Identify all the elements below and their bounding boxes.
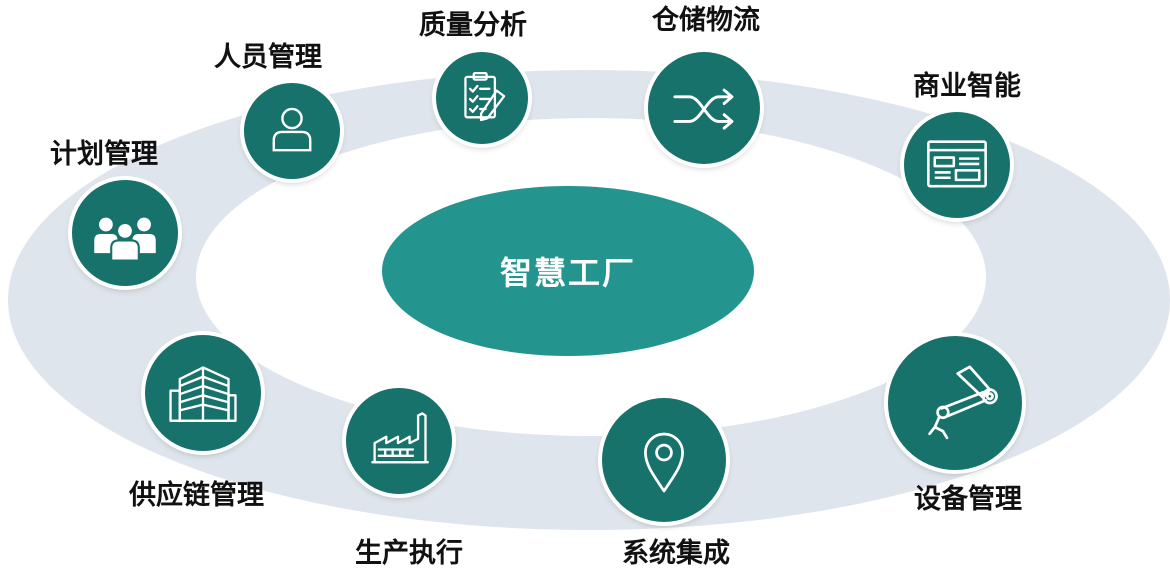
buildings-icon xyxy=(169,366,237,422)
node-equipment xyxy=(888,336,1022,470)
node-personnel xyxy=(244,83,340,179)
node-warehouse-logistics xyxy=(648,52,760,164)
node-planning xyxy=(72,180,178,286)
location-pin-icon xyxy=(644,432,684,493)
label-planning: 计划管理 xyxy=(50,139,158,170)
center-hub: 智慧工厂 xyxy=(382,186,754,356)
node-system-integration xyxy=(602,398,726,522)
label-warehouse-logistics: 仓储物流 xyxy=(652,5,760,36)
label-system-integration: 系统集成 xyxy=(622,538,730,569)
clipboard-checklist-icon xyxy=(464,72,506,122)
shuffle-arrows-icon xyxy=(673,88,734,130)
node-supply-chain xyxy=(145,335,261,451)
node-business-intelligence xyxy=(904,112,1010,218)
label-production: 生产执行 xyxy=(355,538,463,569)
center-label: 智慧工厂 xyxy=(499,254,636,292)
dashboard-window-icon xyxy=(927,140,987,188)
label-personnel: 人员管理 xyxy=(214,42,322,73)
node-quality xyxy=(436,52,528,144)
label-business-intelligence: 商业智能 xyxy=(913,71,1021,102)
node-production xyxy=(346,388,452,494)
team-group-icon xyxy=(94,217,156,262)
robot-arm-icon xyxy=(928,365,998,440)
factory-icon xyxy=(371,412,429,464)
label-quality: 质量分析 xyxy=(419,10,527,41)
label-supply-chain: 供应链管理 xyxy=(129,480,264,511)
label-equipment: 设备管理 xyxy=(914,484,1022,515)
person-icon xyxy=(272,107,312,152)
